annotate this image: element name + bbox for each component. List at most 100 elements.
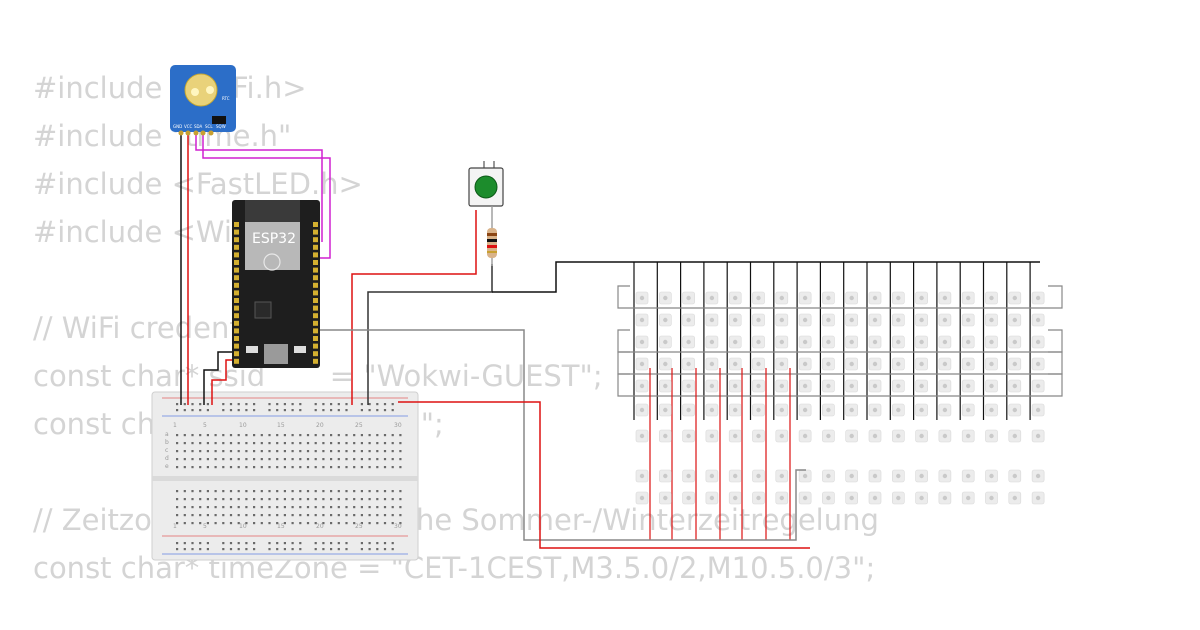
breadboard-hole	[353, 490, 356, 493]
breadboard-hole	[283, 450, 286, 453]
led-pixel	[798, 429, 812, 443]
led-matrix[interactable]	[617, 262, 1063, 540]
usb-port-icon[interactable]	[264, 344, 288, 364]
breadboard-hole	[229, 434, 233, 437]
led-pixel	[1008, 429, 1022, 443]
breadboard-hole	[383, 514, 387, 517]
esp32-pin-headers[interactable]	[234, 222, 318, 364]
breadboard-hole	[206, 458, 209, 461]
button-cap-icon[interactable]	[474, 175, 498, 199]
breadboard-hole	[337, 506, 340, 509]
wire-button-signal[interactable]	[367, 264, 493, 405]
breadboard-hole	[183, 458, 186, 461]
led-lens	[919, 339, 924, 345]
led-pixel	[985, 429, 998, 443]
led-pixel	[891, 313, 905, 327]
led-lens	[826, 383, 831, 389]
breadboard-hole	[260, 434, 263, 437]
wire-esp-gnd[interactable]	[203, 351, 236, 405]
led-lens	[849, 339, 854, 345]
breadboard-hole	[176, 506, 179, 509]
esp32-pin	[234, 328, 239, 334]
led-lens	[779, 383, 784, 389]
wire-button-to-matrix-gnd[interactable]	[492, 261, 1040, 293]
led-lens	[826, 361, 831, 367]
rtc-module[interactable]: RTC GND VCC SDA SCL SQW	[170, 65, 236, 136]
led-pixel	[822, 403, 835, 417]
wire-rtc-scl[interactable]	[202, 130, 331, 259]
button-leg	[483, 161, 485, 170]
breadboard-hole	[260, 506, 263, 509]
breadboard-hole	[291, 466, 294, 469]
led-pixel	[822, 429, 835, 443]
breadboard-hole	[276, 434, 279, 437]
rtc-pin[interactable]	[193, 130, 199, 136]
breadboard-hole	[260, 450, 263, 453]
breadboard-hole	[283, 514, 286, 517]
led-lens	[989, 317, 994, 323]
breadboard-hole	[214, 522, 217, 525]
led-lens	[663, 361, 668, 367]
led-pixel	[728, 335, 742, 349]
esp32-pin	[313, 358, 318, 364]
wire-rtc-sda[interactable]	[195, 130, 323, 242]
breadboard-hole	[330, 442, 333, 445]
reset-button[interactable]	[294, 346, 306, 353]
breadboard-hole	[314, 490, 317, 493]
breadboard-hole	[322, 522, 325, 525]
led-pixel	[682, 469, 695, 483]
wire-data-to-matrix[interactable]	[316, 329, 806, 541]
breadboard-hole	[245, 466, 248, 469]
breadboard-hole	[291, 522, 294, 525]
led-lens	[919, 383, 924, 389]
led-lens	[942, 383, 948, 389]
rtc-pin[interactable]	[200, 130, 206, 136]
breadboard-hole	[206, 409, 209, 412]
breadboard-col-number: 1	[173, 422, 177, 429]
led-pixel	[822, 379, 835, 393]
led-lens	[872, 317, 878, 323]
breadboard-hole	[253, 458, 256, 461]
led-pixel	[752, 379, 765, 393]
breadboard-hole	[330, 450, 333, 453]
breadboard-channel	[152, 476, 418, 481]
breadboard-hole	[183, 442, 186, 445]
boot-button[interactable]	[246, 346, 258, 353]
resistor[interactable]	[487, 206, 497, 266]
breadboard[interactable]: 1 5 10 15 20 25 30 1 5 10 15 20 25 30 a …	[151, 391, 419, 561]
wires[interactable]	[180, 130, 1040, 549]
esp32-pin	[234, 275, 239, 281]
wire-esp-vcc[interactable]	[211, 359, 236, 405]
led-lens	[872, 383, 878, 389]
led-lens	[1012, 295, 1017, 301]
led-lens	[966, 295, 971, 301]
breadboard-hole	[376, 450, 379, 453]
rtc-pin[interactable]	[208, 130, 214, 136]
breadboard-hole	[253, 490, 256, 493]
led-pixel	[1031, 403, 1045, 417]
rtc-pin[interactable]	[178, 130, 184, 136]
breadboard-hole	[391, 409, 394, 412]
breadboard-hole	[368, 458, 371, 461]
led-pixel	[682, 429, 695, 443]
led-pixel	[985, 313, 998, 327]
led-lens	[872, 495, 878, 501]
breadboard-hole	[291, 514, 294, 517]
rtc-pin[interactable]	[185, 130, 191, 136]
led-pixel	[845, 403, 859, 417]
led-lens	[942, 295, 948, 301]
led-lens	[663, 407, 668, 413]
esp32-board[interactable]: ESP32	[232, 200, 320, 368]
esp32-pin	[313, 305, 318, 311]
wire-matrix-vcc[interactable]	[398, 401, 810, 549]
wire-button-vcc[interactable]	[351, 210, 477, 405]
breadboard-hole	[191, 498, 194, 501]
breadboard-hole	[176, 442, 179, 445]
breadboard-hole	[245, 514, 248, 517]
led-lens	[802, 383, 808, 389]
push-button[interactable]	[468, 161, 504, 207]
led-pixel	[845, 491, 859, 505]
breadboard-hole	[260, 490, 263, 493]
breadboard-hole	[399, 466, 402, 469]
